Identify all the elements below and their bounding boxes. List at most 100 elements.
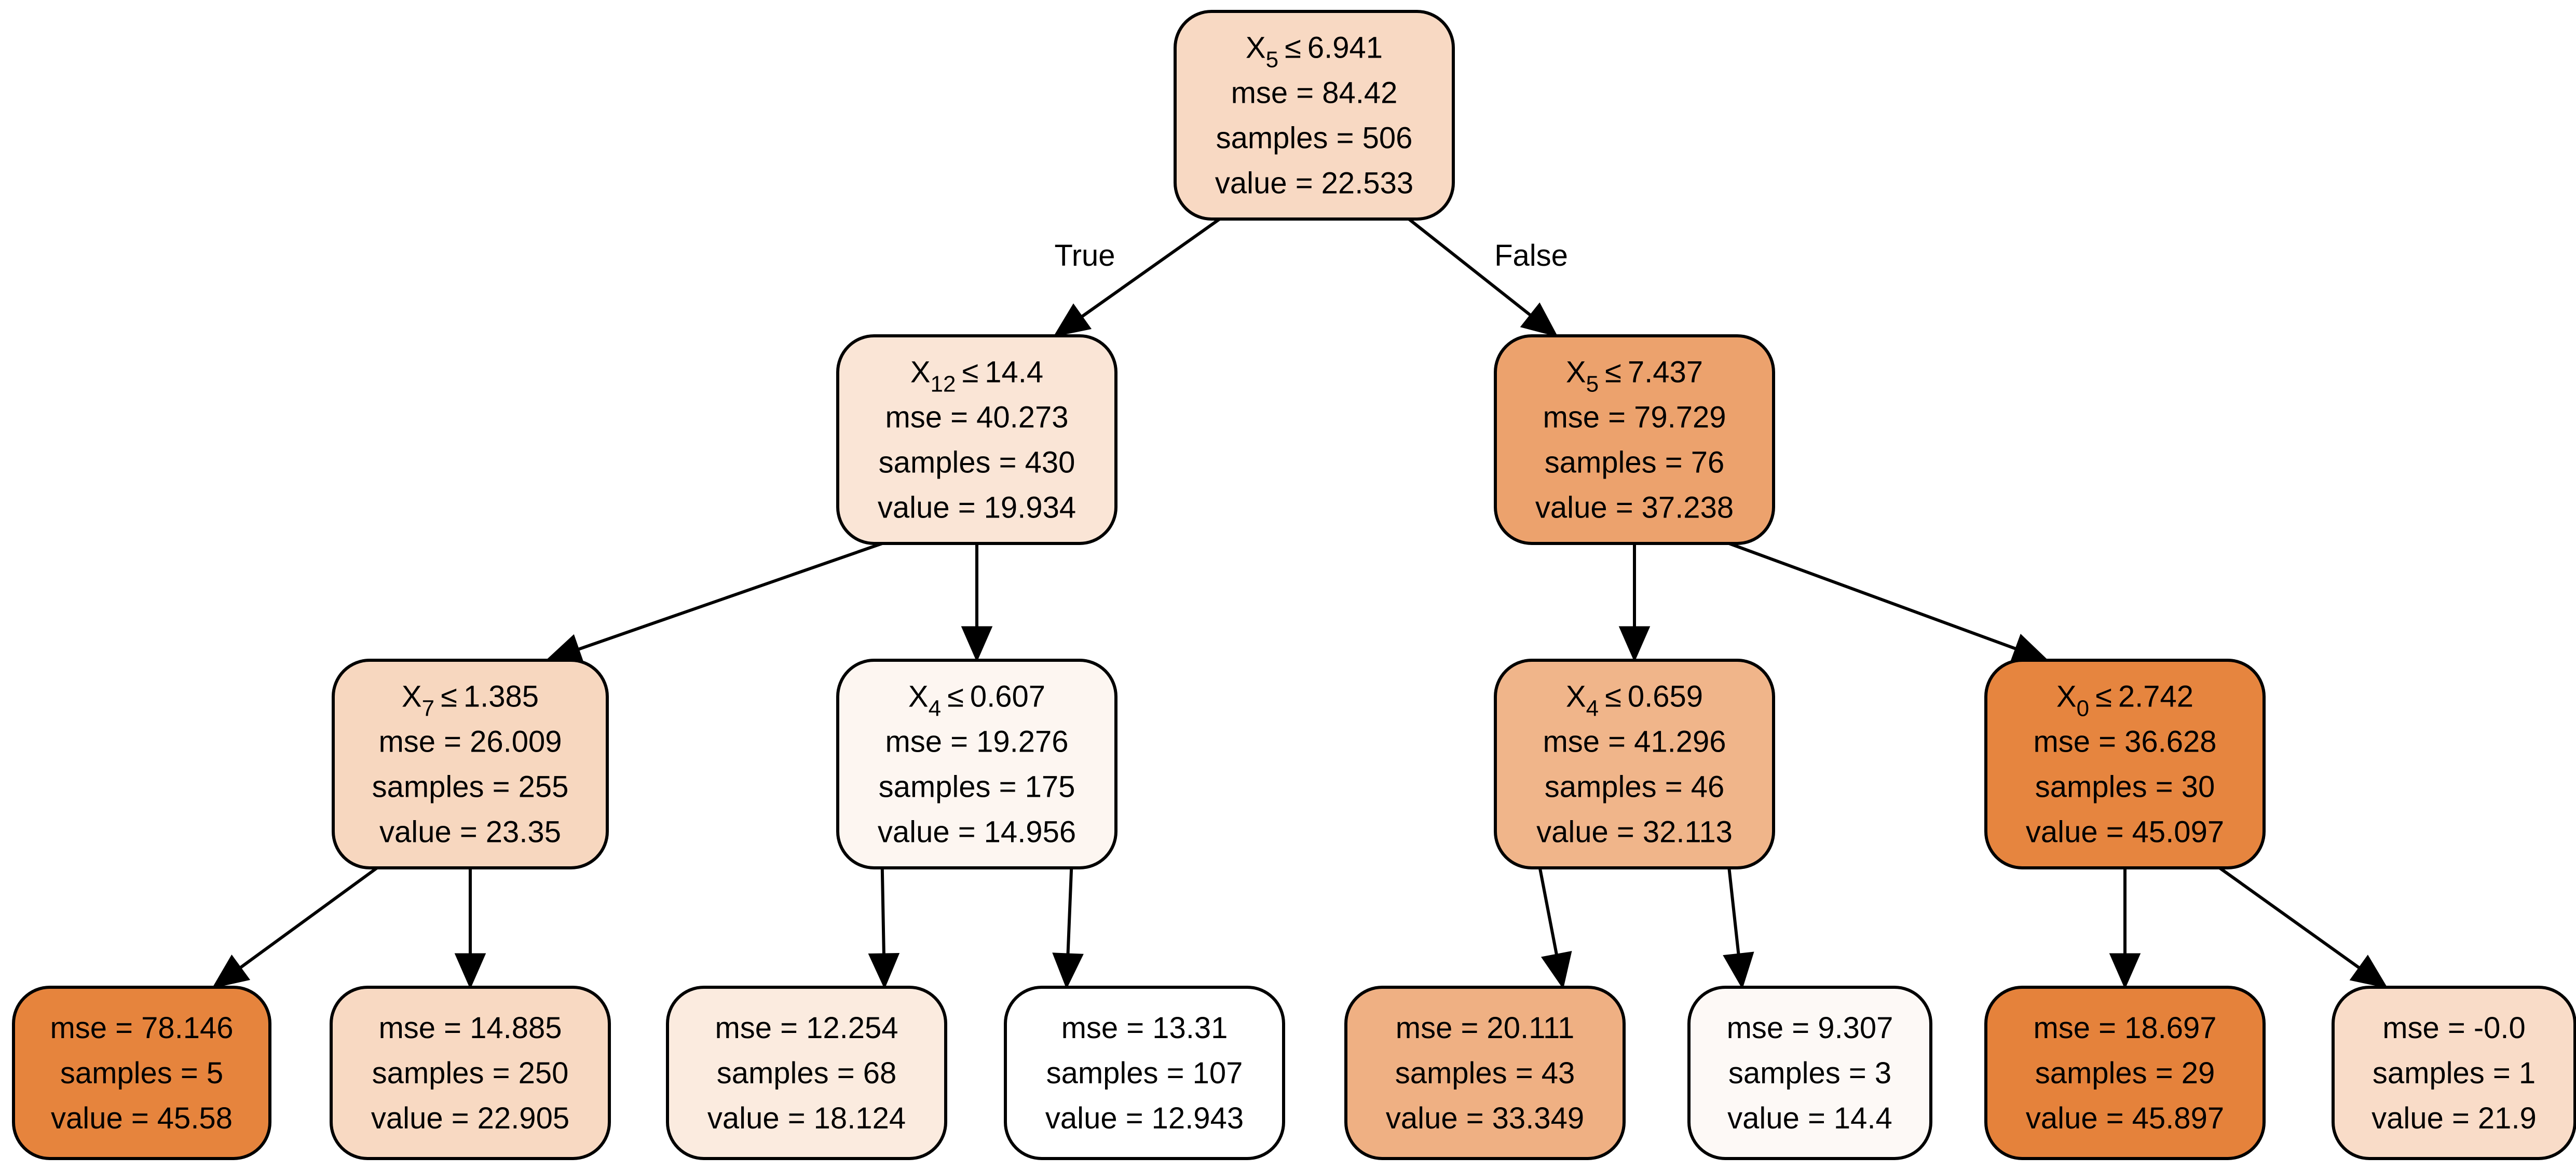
node-mse: mse = 9.307 — [1727, 1011, 1893, 1045]
node-mse: mse = 84.42 — [1231, 76, 1398, 110]
split-operator: ≤ — [1605, 680, 1621, 714]
arrowhead-n5-n6 — [868, 952, 900, 989]
node-mse: mse = 41.296 — [1543, 725, 1726, 759]
edge-n0-n8 — [1408, 217, 1532, 317]
edge-n8-n12 — [1728, 542, 2016, 650]
edge-n12-n14 — [2218, 866, 2361, 970]
split-operator: ≤ — [1605, 356, 1621, 389]
node-value: value = 37.238 — [1535, 491, 1734, 525]
arrowhead-n12-n14 — [2349, 955, 2388, 989]
node-split-condition: X4≤0.659 — [1566, 680, 1703, 721]
split-feature: X — [910, 356, 931, 389]
edge-n9-n10 — [1538, 867, 1558, 955]
node-box — [1494, 334, 1775, 545]
node-samples: samples = 46 — [1545, 770, 1725, 804]
split-threshold: 1.385 — [464, 680, 539, 714]
node-value: value = 45.097 — [2026, 815, 2224, 849]
split-feature: X — [1566, 356, 1586, 389]
arrowhead-n0-n8 — [1520, 302, 1558, 337]
split-feature: X — [1246, 31, 1266, 65]
node-samples: samples = 43 — [1395, 1056, 1575, 1090]
node-samples: samples = 5 — [60, 1056, 223, 1090]
node-value: value = 22.533 — [1215, 167, 1413, 200]
node-samples: samples = 255 — [372, 770, 569, 804]
split-feature-index: 7 — [422, 696, 434, 721]
node-mse: mse = -0.0 — [2382, 1011, 2526, 1045]
arrowhead-n12-n13 — [2109, 953, 2141, 989]
node-split-condition: X0≤2.742 — [2056, 680, 2193, 721]
node-box — [332, 659, 609, 869]
node-value: value = 45.897 — [2026, 1101, 2224, 1135]
node-value: value = 14.956 — [878, 815, 1076, 849]
split-threshold: 2.742 — [2118, 680, 2193, 714]
arrowhead-n8-n12 — [2010, 634, 2049, 663]
node-mse: mse = 18.697 — [2033, 1011, 2216, 1045]
node-split-condition: X5≤6.941 — [1246, 31, 1383, 73]
arrowhead-n9-n10 — [1541, 950, 1572, 989]
edge-n5-n6 — [880, 867, 885, 955]
node-box — [12, 986, 271, 1160]
split-feature-index: 0 — [2077, 696, 2089, 721]
split-operator: ≤ — [1285, 31, 1301, 65]
node-box — [1687, 986, 1932, 1160]
node-box — [836, 334, 1117, 545]
node-mse: mse = 79.729 — [1543, 401, 1726, 434]
arrowhead-n2-n4 — [454, 953, 486, 989]
node-samples: samples = 107 — [1046, 1056, 1243, 1090]
node-value: value = 14.4 — [1727, 1101, 1892, 1135]
tree-node-n1: X12≤14.4 mse = 40.273 samples = 430 value =… — [836, 334, 1117, 545]
node-box — [666, 986, 947, 1160]
node-value: value = 19.934 — [878, 491, 1076, 525]
node-box — [1984, 659, 2266, 869]
node-split-condition: X7 ≤1.385 — [402, 680, 539, 721]
node-value: value = 33.349 — [1386, 1101, 1584, 1135]
node-box — [1174, 10, 1455, 221]
split-operator: ≤ — [441, 680, 457, 714]
tree-node-n7: mse = 13.31 samples = 107 value = 12.943 — [1004, 986, 1285, 1160]
node-samples: samples = 430 — [879, 446, 1075, 480]
node-box — [1494, 659, 1775, 869]
edge-n2-n3 — [239, 866, 378, 969]
node-box — [836, 659, 1117, 869]
node-mse: mse = 40.273 — [885, 401, 1068, 434]
node-mse: mse = 13.31 — [1061, 1011, 1228, 1045]
split-threshold: 7.437 — [1628, 356, 1703, 389]
split-feature: X — [1566, 680, 1586, 714]
node-box — [2332, 986, 2576, 1160]
node-value: value = 12.943 — [1045, 1101, 1244, 1135]
arrowhead-n0-n1 — [1053, 303, 1092, 337]
split-threshold: 6.941 — [1307, 31, 1383, 65]
arrowhead-n8-n9 — [1618, 626, 1651, 662]
split-feature: X — [908, 680, 929, 714]
edge-n1-n2 — [578, 542, 883, 651]
edge-n9-n11 — [1727, 867, 1740, 955]
node-samples: samples = 76 — [1545, 446, 1725, 480]
node-mse: mse = 12.254 — [715, 1011, 898, 1045]
split-feature: X — [402, 680, 422, 714]
node-box — [330, 986, 611, 1160]
node-samples: samples = 175 — [879, 770, 1075, 804]
arrowhead-n5-n7 — [1052, 952, 1084, 989]
arrowhead-n2-n3 — [212, 954, 251, 989]
node-samples: samples = 506 — [1216, 121, 1413, 155]
split-operator: ≤ — [962, 356, 978, 389]
node-mse: mse = 26.009 — [378, 725, 562, 759]
node-samples: samples = 250 — [372, 1056, 569, 1090]
node-samples: samples = 68 — [717, 1056, 897, 1090]
split-operator: ≤ — [947, 680, 964, 714]
edge-n5-n7 — [1066, 867, 1073, 955]
node-value: value = 45.58 — [51, 1101, 233, 1135]
node-mse: mse = 14.885 — [378, 1011, 562, 1045]
node-split-condition: X12≤14.4 — [910, 356, 1043, 397]
arrowhead-n1-n5 — [961, 626, 993, 662]
split-feature: X — [2056, 680, 2077, 714]
